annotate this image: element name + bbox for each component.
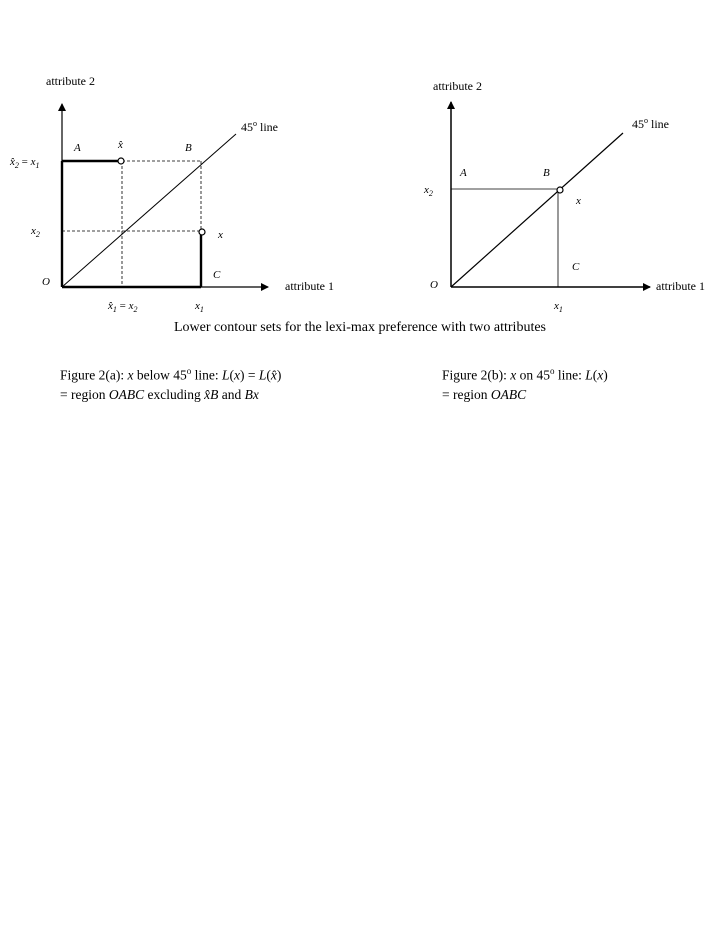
panel-a-label-A: A bbox=[73, 142, 81, 154]
panel-b-tick-x2: x2 bbox=[423, 184, 433, 198]
panel-a-x-axis-label: attribute 1 bbox=[285, 279, 334, 293]
panel-a-45-line-label: 45o line bbox=[241, 119, 278, 134]
panel-b-label-C: C bbox=[572, 261, 580, 273]
panel-a-point-x bbox=[198, 228, 206, 236]
figure-2b-caption: Figure 2(b): x on 45o line: L(x) = regio… bbox=[442, 362, 608, 404]
panel-a-point-xhat bbox=[117, 157, 125, 165]
panel-a-label-xhat: x̂ bbox=[117, 139, 123, 151]
panel-b-45-line-label: 45o line bbox=[632, 116, 669, 131]
panel-b-tick-x1: x1 bbox=[553, 300, 563, 314]
panel-a-tick-x1: x1 bbox=[194, 300, 204, 314]
figure-2b-caption-line-1: Figure 2(b): x on 45o line: L(x) bbox=[442, 366, 608, 383]
figure-2a-caption-line-2: = region OABC excluding x̂B and Bx bbox=[60, 386, 259, 402]
panel-b-label-x: x bbox=[575, 195, 581, 207]
panel-a-y-axis-label: attribute 2 bbox=[46, 74, 95, 88]
figure-2b-caption-line-2: = region OABC bbox=[442, 386, 527, 402]
panel-a-45-line bbox=[61, 133, 237, 288]
panel-a-tick-x2: x2 bbox=[30, 225, 40, 239]
panel-a-label-B: B bbox=[185, 142, 192, 154]
panel-a-label-O: O bbox=[42, 276, 50, 288]
panel-a-tick-xhat1: x̂1 = x2 bbox=[107, 300, 138, 314]
figure-canvas: attribute 2 attribute 1 45o line A B C O… bbox=[9, 74, 705, 314]
panel-b-label-A: A bbox=[459, 167, 467, 179]
panel-a-tick-xhat2: x̂2 = x1 bbox=[9, 156, 40, 170]
panel-b-x-axis-label: attribute 1 bbox=[656, 279, 705, 293]
figure-2a-caption-line-1: Figure 2(a): x below 45o line: L(x) = L(… bbox=[60, 366, 282, 383]
figure-2a-caption: Figure 2(a): x below 45o line: L(x) = L(… bbox=[60, 362, 281, 404]
panel-a-label-x: x bbox=[217, 229, 223, 241]
panel-a-label-C: C bbox=[213, 269, 221, 281]
panel-b: attribute 2 attribute 1 45o line A B C O… bbox=[423, 79, 705, 314]
main-caption: Lower contour sets for the lexi-max pref… bbox=[173, 320, 547, 335]
panel-b-point-x bbox=[556, 186, 564, 194]
panel-b-label-B: B bbox=[543, 167, 550, 179]
panel-b-45-line bbox=[450, 132, 624, 288]
panel-b-label-O: O bbox=[430, 279, 438, 291]
panel-b-y-axis-label: attribute 2 bbox=[433, 79, 482, 93]
panel-a: attribute 2 attribute 1 45o line A B C O… bbox=[9, 74, 334, 314]
